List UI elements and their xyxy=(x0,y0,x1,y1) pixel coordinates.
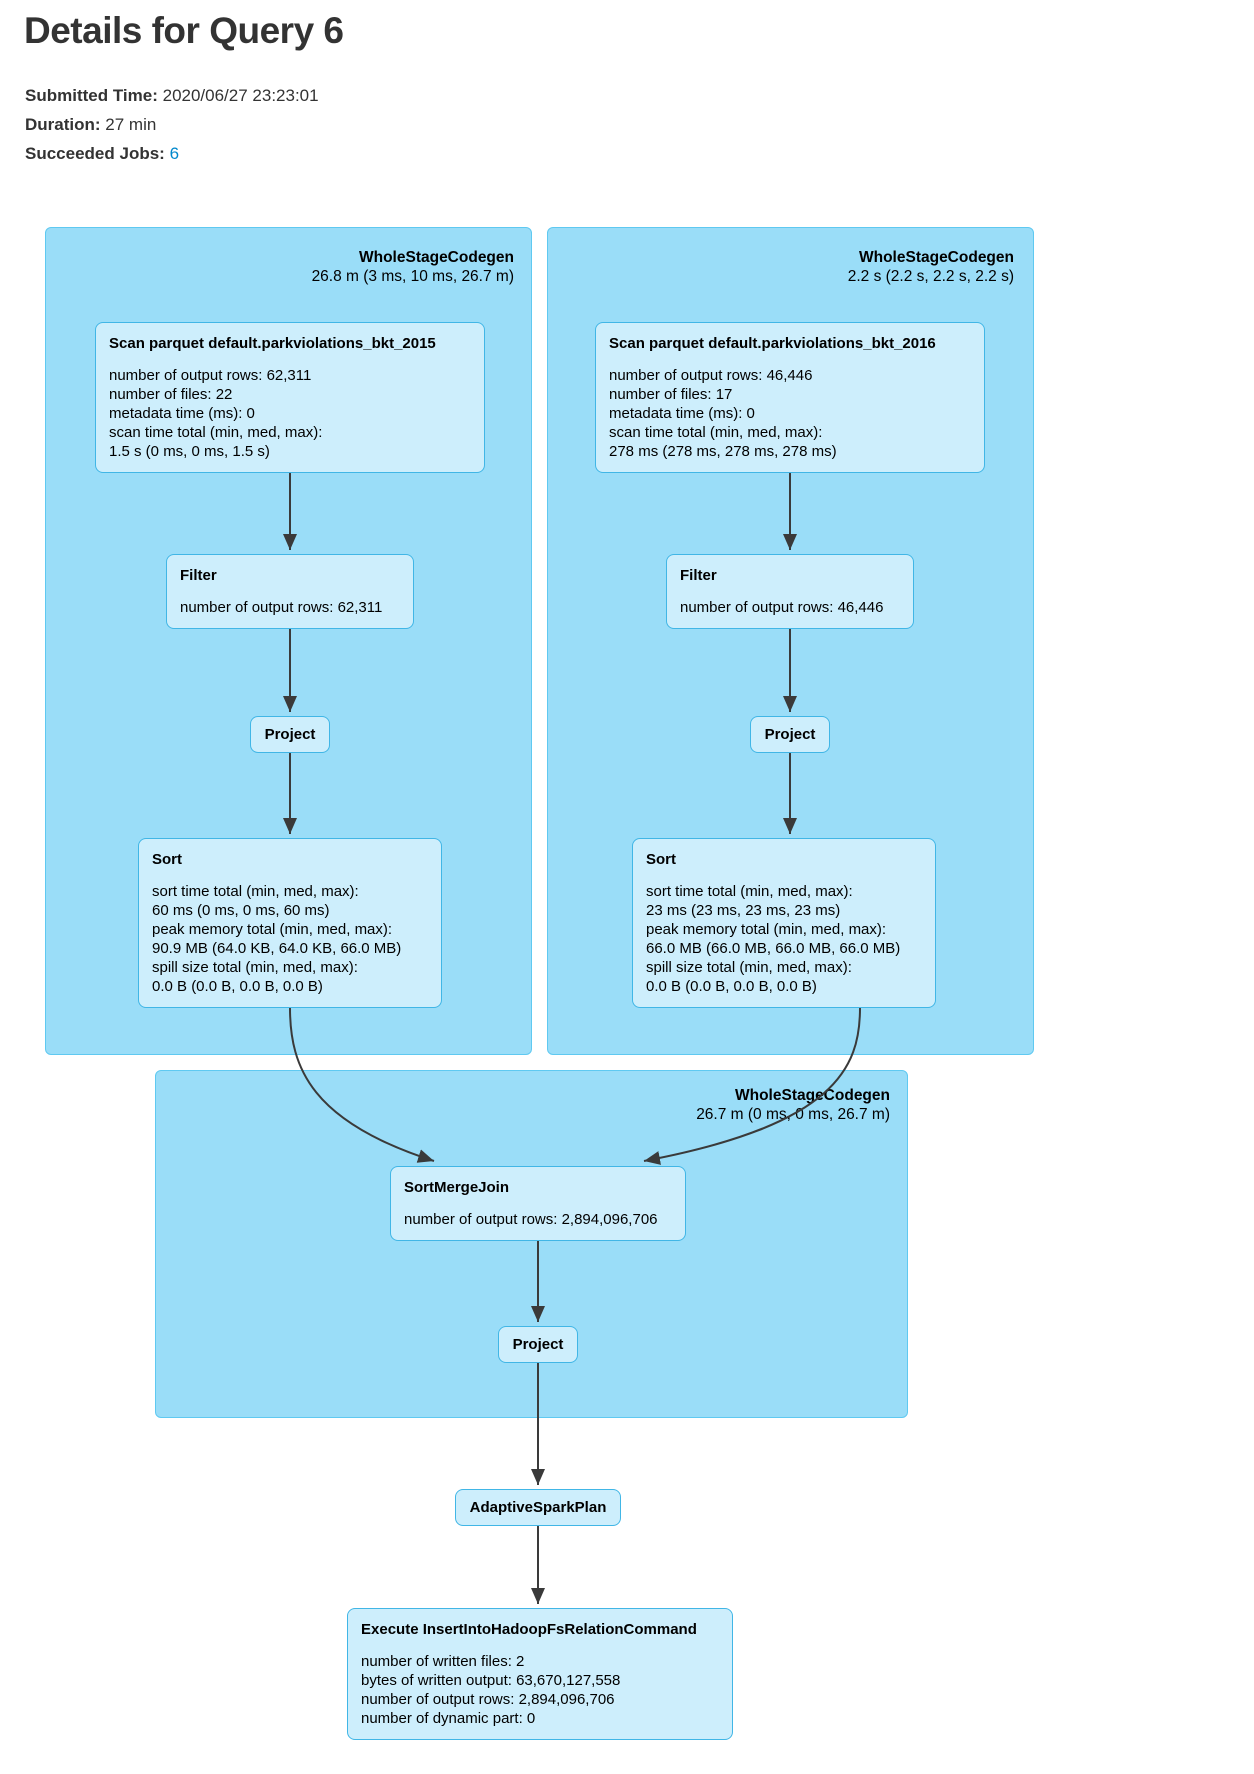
node-title: Execute InsertIntoHadoopFsRelationComman… xyxy=(361,1621,697,1638)
succeeded-jobs-label: Succeeded Jobs: xyxy=(25,144,165,163)
node-metrics: number of output rows: 46,446 xyxy=(680,599,884,616)
node-metrics: sort time total (min, med, max): 60 ms (… xyxy=(152,883,402,995)
submitted-time-line: Submitted Time: 2020/06/27 23:23:01 xyxy=(25,86,319,115)
cluster-label-right: WholeStageCodegen 2.2 s (2.2 s, 2.2 s, 2… xyxy=(560,248,1014,286)
plan-node-sortmergejoin: SortMergeJoin number of output rows: 2,8… xyxy=(390,1166,686,1241)
node-title: AdaptiveSparkPlan xyxy=(469,1499,607,1516)
node-title: Sort xyxy=(152,851,182,868)
submitted-time-label: Submitted Time: xyxy=(25,86,158,105)
cluster-timing: 2.2 s (2.2 s, 2.2 s, 2.2 s) xyxy=(847,268,1014,285)
duration-value: 27 min xyxy=(105,115,157,134)
node-title: Project xyxy=(264,726,316,743)
plan-node-sort-2016: Sort sort time total (min, med, max): 23… xyxy=(632,838,936,1008)
plan-node-project-join: Project xyxy=(498,1326,578,1363)
plan-node-adaptivesparkplan: AdaptiveSparkPlan xyxy=(455,1489,621,1526)
duration-label: Duration: xyxy=(25,115,101,134)
query-meta: Submitted Time: 2020/06/27 23:23:01 Dura… xyxy=(25,86,319,173)
plan-node-filter-2016: Filter number of output rows: 46,446 xyxy=(666,554,914,629)
node-metrics: sort time total (min, med, max): 23 ms (… xyxy=(646,883,901,995)
node-metrics: number of output rows: 2,894,096,706 xyxy=(404,1211,658,1228)
plan-node-project-2016: Project xyxy=(750,716,830,753)
cluster-label-join: WholeStageCodegen 26.7 m (0 ms, 0 ms, 26… xyxy=(400,1086,890,1124)
cluster-timing: 26.7 m (0 ms, 0 ms, 26.7 m) xyxy=(696,1106,890,1123)
plan-node-sort-2015: Sort sort time total (min, med, max): 60… xyxy=(138,838,442,1008)
plan-node-scan-parquet-2016: Scan parquet default.parkviolations_bkt_… xyxy=(595,322,985,473)
plan-node-filter-2015: Filter number of output rows: 62,311 xyxy=(166,554,414,629)
duration-line: Duration: 27 min xyxy=(25,115,319,144)
plan-node-execute-insert: Execute InsertIntoHadoopFsRelationComman… xyxy=(347,1608,733,1740)
node-title: Filter xyxy=(180,567,217,584)
node-title: Sort xyxy=(646,851,676,868)
node-title: Project xyxy=(512,1336,564,1353)
node-metrics: number of output rows: 62,311 xyxy=(180,599,383,616)
node-title: Scan parquet default.parkviolations_bkt_… xyxy=(609,335,936,352)
node-title: Scan parquet default.parkviolations_bkt_… xyxy=(109,335,436,352)
node-title: Project xyxy=(764,726,816,743)
node-title: Filter xyxy=(680,567,717,584)
cluster-name: WholeStageCodegen xyxy=(734,1087,890,1104)
node-title: SortMergeJoin xyxy=(404,1179,510,1196)
plan-node-scan-parquet-2015: Scan parquet default.parkviolations_bkt_… xyxy=(95,322,485,473)
cluster-name: WholeStageCodegen xyxy=(358,249,514,266)
succeeded-jobs-link[interactable]: 6 xyxy=(169,144,180,163)
node-metrics: number of written files: 2 bytes of writ… xyxy=(361,1653,621,1727)
node-metrics: number of output rows: 62,311 number of … xyxy=(109,367,323,460)
cluster-timing: 26.8 m (3 ms, 10 ms, 26.7 m) xyxy=(311,268,514,285)
plan-node-project-2015: Project xyxy=(250,716,330,753)
page-title: Details for Query 6 xyxy=(24,10,344,51)
succeeded-jobs-line: Succeeded Jobs: 6 xyxy=(25,144,319,173)
cluster-name: WholeStageCodegen xyxy=(858,249,1014,266)
submitted-time-value: 2020/06/27 23:23:01 xyxy=(162,86,319,105)
node-metrics: number of output rows: 46,446 number of … xyxy=(609,367,837,460)
cluster-label-left: WholeStageCodegen 26.8 m (3 ms, 10 ms, 2… xyxy=(60,248,514,286)
